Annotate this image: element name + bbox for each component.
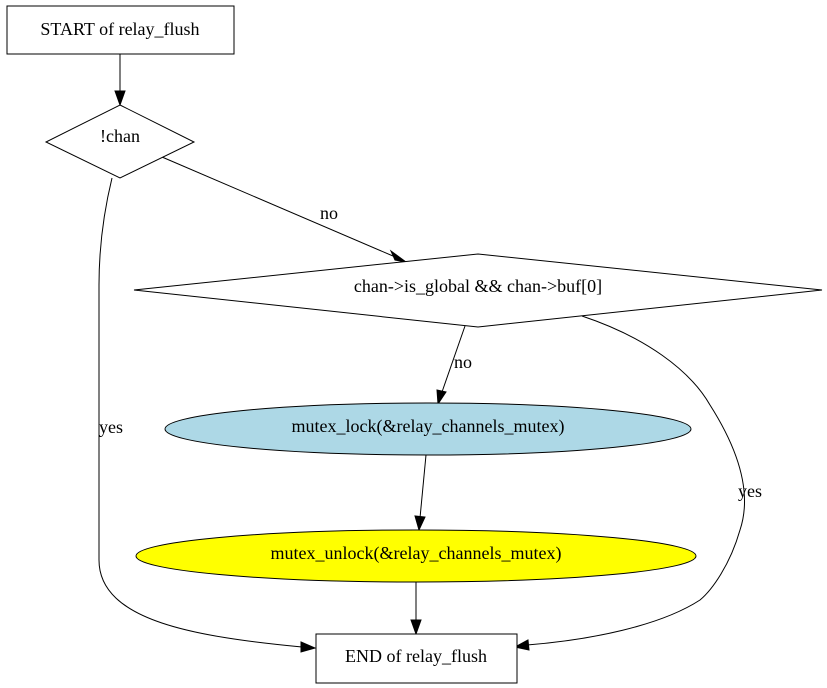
node-start: START of relay_flush [6,5,235,55]
edge-start-to-chan-check [114,54,126,107]
node-check-chan: !chan [44,104,196,179]
edge-label-global-yes: yes [738,481,762,501]
node-end-label: END of relay_flush [345,646,487,666]
node-mutex-lock: mutex_lock(&relay_channels_mutex) [164,402,692,456]
edge-label-global-no: no [454,352,472,372]
edge-label-chan-no: no [320,203,338,223]
node-check-global: chan->is_global && chan->buf[0] [133,253,823,328]
node-end: END of relay_flush [315,633,518,684]
edge-global-check-no: no [436,325,472,406]
edge-chan-check-yes: yes [98,177,317,653]
node-mutex-lock-label: mutex_lock(&relay_channels_mutex) [292,416,565,437]
node-check-chan-label: !chan [100,126,140,146]
node-mutex-unlock-label: mutex_unlock(&relay_channels_mutex) [271,543,562,564]
node-check-global-label: chan->is_global && chan->buf[0] [354,276,602,296]
edge-label-chan-yes: yes [99,417,123,437]
edge-unlock-to-end [410,582,422,636]
edge-lock-to-unlock [414,454,427,532]
edge-chan-check-no: no [161,156,407,263]
edge-global-check-yes: yes [513,315,762,651]
node-start-label: START of relay_flush [40,19,199,39]
node-mutex-unlock: mutex_unlock(&relay_channels_mutex) [135,529,697,583]
